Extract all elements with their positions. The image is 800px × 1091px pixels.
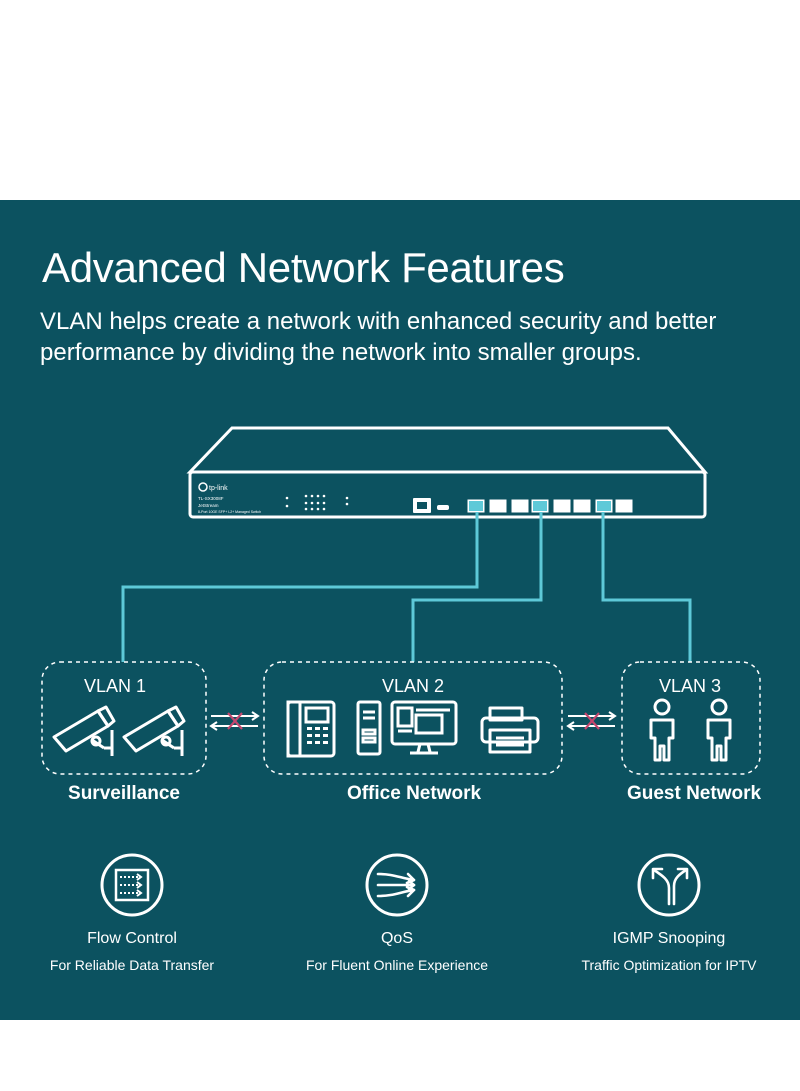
feature-panel: Advanced Network Features VLAN helps cre…	[0, 200, 800, 1020]
vlan-2-label: VLAN 2	[382, 676, 444, 696]
camera-icon	[122, 705, 186, 756]
vlan-3-box	[621, 661, 761, 775]
qos-icon	[365, 853, 429, 917]
printer-icon	[480, 706, 540, 754]
igmp-snooping-icon	[637, 853, 701, 917]
switch-brand: tp-link	[209, 485, 228, 492]
guest-user-icon	[649, 698, 675, 762]
vlan-connection-lines	[121, 512, 692, 662]
vlan-diagram: tp-link TL-SX3008F JetStream 8-Port 10GE…	[41, 426, 762, 804]
vlan-1-group-label: Surveillance	[68, 783, 180, 804]
camera-icon	[52, 705, 116, 756]
feature-title-flow-control: Flow Control	[87, 930, 177, 947]
computer-tower-icon	[356, 700, 382, 756]
page-subtitle: VLAN helps create a network with enhance…	[40, 308, 717, 366]
vlan-2-group-label: Office Network	[347, 783, 482, 804]
status-leds	[285, 494, 349, 511]
vlan-1-box	[41, 661, 207, 775]
vlan-1-label: VLAN 1	[84, 676, 146, 696]
feature-title-igmp-snooping: IGMP Snooping	[612, 930, 726, 947]
vlan-3-group-label: Guest Network	[627, 783, 762, 804]
feature-title-qos: QoS	[380, 930, 413, 947]
usb-port	[437, 505, 449, 510]
port-vlan-1	[469, 501, 483, 511]
port-vlan-2	[533, 501, 547, 511]
blocked-traffic-icon	[209, 711, 260, 731]
page-title: Advanced Network Features	[42, 244, 565, 291]
ip-phone-icon	[286, 700, 336, 758]
switch-description: 8-Port 10GE SFP+ L2+ Managed Switch	[198, 510, 261, 514]
guest-user-icon	[706, 698, 732, 762]
vlan-3-label: VLAN 3	[659, 676, 721, 696]
feature-subtitle-igmp-snooping: Traffic Optimization for IPTV	[581, 957, 757, 973]
network-switch: tp-link TL-SX3008F JetStream 8-Port 10GE…	[186, 426, 709, 519]
switch-series: JetStream	[198, 503, 219, 508]
feature-subtitle-qos: For Fluent Online Experience	[305, 957, 489, 973]
port-vlan-3	[597, 501, 611, 511]
monitor-icon	[390, 700, 458, 755]
feature-subtitle-flow-control: For Reliable Data Transfer	[49, 957, 215, 973]
blocked-traffic-icon	[566, 711, 617, 731]
flow-control-icon	[100, 853, 164, 917]
tp-link-logo: tp-link	[198, 482, 228, 492]
switch-model: TL-SX3008F	[198, 496, 224, 501]
vlan-2-box	[263, 661, 563, 775]
